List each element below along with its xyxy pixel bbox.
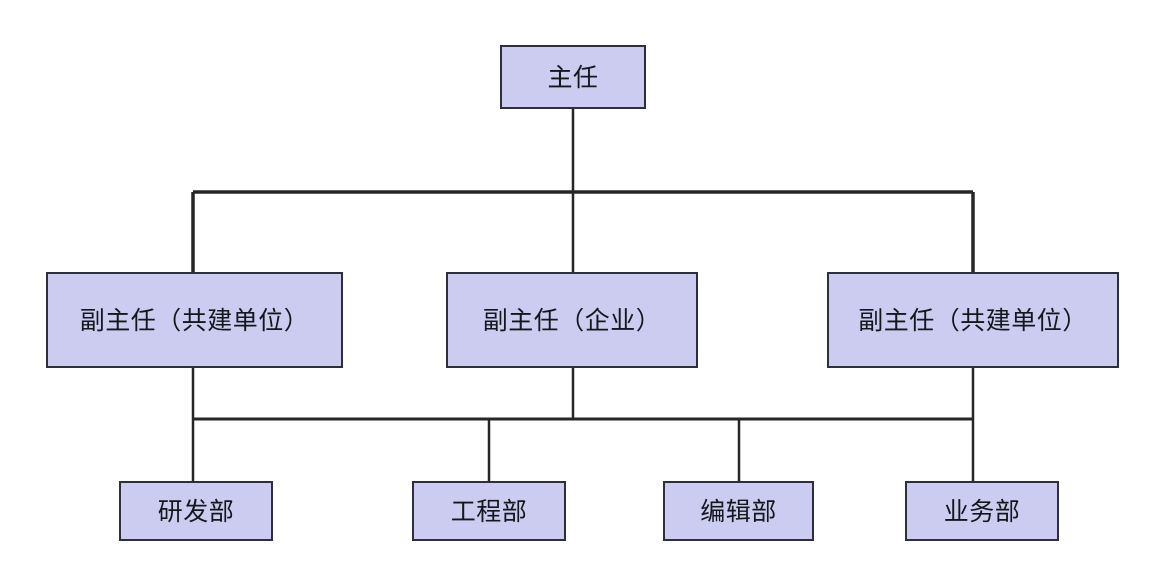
node-label-deputy-enterprise: 副主任（企业） bbox=[482, 305, 662, 335]
node-editorial-department[interactable]: 编辑部 bbox=[663, 481, 814, 541]
node-deputy-joint-left[interactable]: 副主任（共建单位） bbox=[46, 272, 343, 368]
node-label-business-department: 业务部 bbox=[943, 496, 1021, 526]
node-rnd-department[interactable]: 研发部 bbox=[119, 481, 273, 541]
node-label-deputy-joint-right: 副主任（共建单位） bbox=[858, 305, 1088, 335]
node-label-rnd-department: 研发部 bbox=[157, 496, 235, 526]
node-label-editorial-department: 编辑部 bbox=[700, 496, 777, 526]
node-label-deputy-joint-left: 副主任（共建单位） bbox=[79, 305, 310, 335]
node-business-department[interactable]: 业务部 bbox=[905, 481, 1059, 541]
node-label-director: 主任 bbox=[547, 62, 599, 92]
node-deputy-joint-right[interactable]: 副主任（共建单位） bbox=[827, 272, 1119, 368]
node-label-engineering-department: 工程部 bbox=[450, 496, 528, 526]
node-director[interactable]: 主任 bbox=[500, 45, 646, 109]
node-engineering-department[interactable]: 工程部 bbox=[412, 481, 566, 541]
node-deputy-enterprise[interactable]: 副主任（企业） bbox=[446, 272, 698, 368]
